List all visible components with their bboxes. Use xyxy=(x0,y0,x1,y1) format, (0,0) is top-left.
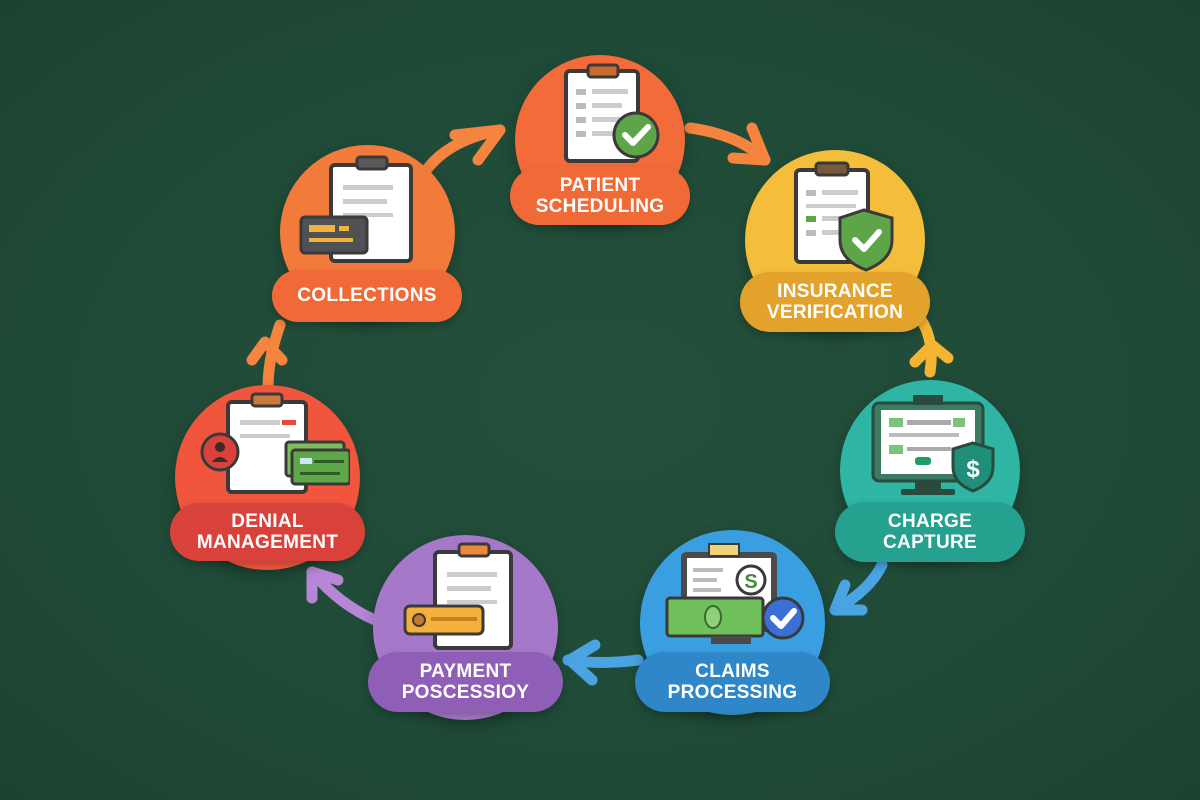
arrow-claims-to-payment xyxy=(562,639,644,686)
arrow-charge-to-claims xyxy=(829,559,888,616)
clipboard-shield-check-icon xyxy=(794,161,894,272)
label-line-1: CHARGE xyxy=(887,510,973,532)
label-line-2: MANAGEMENT xyxy=(196,532,339,553)
node-label: COLLECTIONS xyxy=(272,270,462,322)
node-label: PATIENT SCHEDULING xyxy=(510,167,690,225)
label-line-1: INSURANCE xyxy=(777,280,893,302)
node-payment-processing: PAYMENT POSCESSIOY xyxy=(368,530,563,720)
arrow-denial-to-collections xyxy=(246,319,288,394)
arrow-charge-to-insurance xyxy=(909,312,954,378)
node-label: DENIAL MANAGEMENT xyxy=(170,503,365,561)
label-line-2: SCHEDULING xyxy=(535,196,665,217)
clipboard-card-icon xyxy=(403,542,513,650)
clipboard-check-icon xyxy=(564,63,660,163)
monitor-cash-check-icon: S xyxy=(665,543,805,644)
node-label: CLAIMS PROCESSING xyxy=(635,652,830,712)
label-line-2: CAPTURE xyxy=(883,532,977,553)
node-denial-management: DENIAL MANAGEMENT xyxy=(170,385,365,570)
node-label: CHARGE CAPTURE xyxy=(835,502,1025,562)
label-line-2: POSCESSIOY xyxy=(401,682,530,703)
label-line-2: PROCESSING xyxy=(667,682,798,703)
label-line-1: PATIENT xyxy=(559,174,641,196)
arrow-scheduling-to-insurance xyxy=(684,122,771,166)
arrow-payment-to-denial xyxy=(306,566,381,626)
label-line-1: CLAIMS xyxy=(695,660,770,682)
svg-text:$: $ xyxy=(966,456,980,483)
label-line-1: PAYMENT xyxy=(419,660,512,682)
monitor-dollar-shield-icon: $ xyxy=(871,395,995,495)
node-insurance-verification: INSURANCE VERIFICATION xyxy=(740,150,930,332)
node-charge-capture: $ CHARGE CAPTURE xyxy=(835,380,1025,562)
arrow-collections-to-scheduling xyxy=(422,124,506,174)
clipboard-card-icon xyxy=(299,155,413,263)
label-line-2: VERIFICATION xyxy=(766,302,904,323)
node-collections: COLLECTIONS xyxy=(272,145,462,325)
node-label: PAYMENT POSCESSIOY xyxy=(368,652,563,712)
node-label: INSURANCE VERIFICATION xyxy=(740,272,930,332)
node-claims-processing: S CLAIMS PROCESSING xyxy=(635,530,830,715)
clipboard-user-cash-icon xyxy=(200,392,350,494)
label-line-1: COLLECTIONS xyxy=(297,285,437,307)
label-line-1: DENIAL xyxy=(231,510,304,532)
node-patient-scheduling: PATIENT SCHEDULING xyxy=(510,55,690,225)
svg-text:S: S xyxy=(744,571,757,593)
